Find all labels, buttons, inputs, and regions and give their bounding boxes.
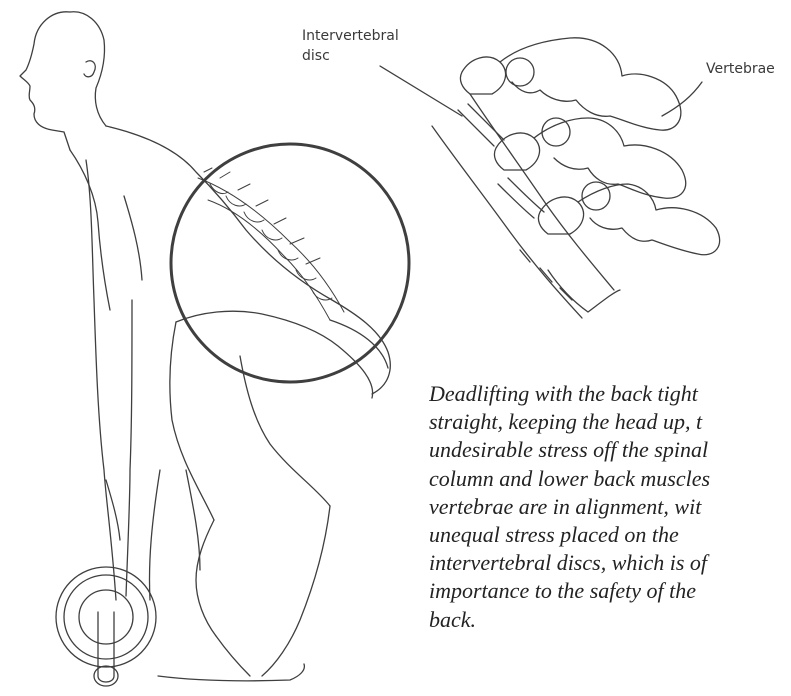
plate-outer: [56, 567, 156, 667]
caption-line: undesirable stress off the spinal: [429, 436, 791, 464]
process-3: [578, 184, 720, 255]
vertebrae-label: Vertebrae: [706, 59, 775, 79]
disc-pointer-line: [380, 66, 462, 116]
caption-line: intervertebral discs, which is of: [429, 549, 791, 577]
disc-2: [508, 178, 544, 212]
leg-detail-2: [186, 470, 200, 570]
caption-line: Deadlifting with the back tight: [429, 380, 791, 408]
head-outline: [20, 12, 70, 150]
hair-outline: [70, 12, 106, 126]
vertebrae-pointer-line: [662, 82, 702, 116]
barbell-plate: [56, 567, 156, 686]
caption-line: straight, keeping the head up, t: [429, 408, 791, 436]
vertebra-body-1: [460, 57, 505, 94]
facet-1: [542, 118, 570, 146]
foot-outline: [158, 664, 304, 681]
armpit-line: [124, 196, 142, 280]
column-back: [470, 94, 614, 290]
disc-1: [468, 104, 504, 140]
column-base: [548, 270, 620, 312]
plate-inner: [79, 590, 133, 644]
plate-rim: [64, 575, 148, 659]
knee-outline: [196, 520, 216, 636]
column-shade: [520, 250, 572, 300]
arm-outline: [86, 160, 116, 600]
leg-detail: [149, 470, 160, 600]
intervertebral-disc-label: Intervertebral disc: [302, 26, 399, 66]
disc-2b: [498, 184, 534, 218]
thigh-upper: [170, 322, 214, 520]
spine-small: [198, 168, 344, 320]
vertebrae-inset: [380, 38, 720, 318]
calf-outline: [262, 506, 330, 676]
shin-outline: [216, 636, 250, 676]
intervertebral-label-line1: Intervertebral: [302, 26, 399, 46]
chest-outline: [70, 150, 110, 310]
facet-2: [582, 182, 610, 210]
disc-1b: [458, 110, 494, 146]
facet-3: [506, 58, 534, 86]
intervertebral-label-line2: disc: [302, 46, 399, 66]
hip-outline: [176, 311, 373, 398]
caption-line: back.: [429, 606, 791, 634]
ear-outline: [84, 61, 95, 77]
bar-sleeve: [98, 612, 114, 682]
caption-line: importance to the safety of the: [429, 577, 791, 605]
caption-line: column and lower back muscles: [429, 465, 791, 493]
arm-outline-inner: [126, 300, 132, 596]
caption: Deadlifting with the back tight straight…: [429, 380, 791, 634]
caption-line: vertebrae are in alignment, wit: [429, 493, 791, 521]
caption-line: unequal stress placed on the: [429, 521, 791, 549]
